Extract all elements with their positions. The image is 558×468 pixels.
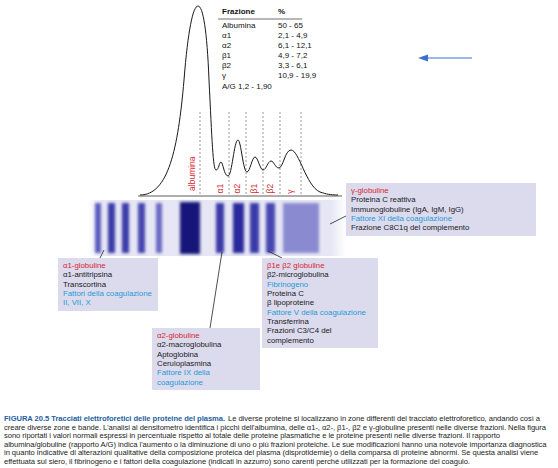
gel-band	[122, 203, 129, 253]
table-cell: Albumina	[222, 22, 255, 31]
pointer-arrowhead	[418, 55, 428, 62]
protein-name: α2-macroglobulina	[157, 340, 255, 349]
leader-line	[210, 252, 222, 328]
pointer-arrow	[426, 57, 472, 58]
fraction-heading: γ-globuline	[351, 186, 531, 195]
table-cell: 6,1 - 12,1	[278, 42, 312, 51]
protein-name: Frazione C8C1q del complemento	[351, 223, 531, 232]
gel-band	[283, 203, 319, 253]
gel-band	[108, 203, 115, 253]
fraction-label: α1	[216, 183, 225, 193]
protein-fraction-box: α2-globulineα2-macroglobulinaAptoglobina…	[152, 328, 260, 390]
table-cell: α2	[222, 42, 231, 51]
fraction-label: β2	[266, 183, 275, 193]
separator-line	[246, 112, 247, 196]
gel-band	[250, 203, 259, 253]
fraction-heading: β1e β2 globuline	[267, 261, 373, 270]
protein-fraction-box: γ-globulineProteina C reattivaImmunoglob…	[346, 183, 536, 236]
table-cell: β2	[222, 62, 231, 71]
gel-band	[216, 203, 224, 253]
protein-name: Fibrinogeno	[267, 280, 373, 289]
gel-band	[266, 203, 275, 253]
table-cell: β1	[222, 52, 231, 61]
densitometry-curve	[140, 6, 338, 195]
separator-line	[229, 112, 230, 196]
fraction-heading: α2-globuline	[157, 331, 255, 340]
table-cell: %	[278, 8, 285, 17]
leader-line	[268, 251, 282, 258]
table-cell: 10,9 - 19,9	[278, 72, 316, 81]
gel-bands	[95, 202, 319, 254]
protein-name: Fattore IX della coagulazione	[157, 368, 255, 387]
gel-band	[95, 203, 101, 253]
protein-fraction-box: α1-globulineα1-antitripsinaTranscortinaF…	[58, 258, 158, 311]
protein-name: α1-antitripsina	[63, 270, 153, 279]
fraction-heading: α1-globuline	[63, 261, 153, 270]
protein-name: Proteina C reattiva	[351, 195, 531, 204]
leader-line	[100, 250, 104, 258]
separator-line	[280, 112, 281, 196]
protein-name: Proteina C	[267, 289, 373, 298]
protein-name: Transcortina	[63, 280, 153, 289]
gel-band	[138, 203, 145, 253]
protein-name: Fattore XI della coagulazione	[351, 214, 531, 223]
fraction-label: albumina	[187, 156, 196, 191]
protein-name: β lipoproteine	[267, 298, 373, 307]
table-cell: 50 - 65	[278, 22, 303, 31]
baseline	[138, 196, 342, 197]
table-cell: 2,1 - 4,9	[278, 32, 307, 41]
separator-line	[200, 112, 201, 196]
protein-name: β2-microglobulina	[267, 270, 373, 279]
fraction-label: γ	[286, 189, 295, 193]
protein-name: Transferrina	[267, 317, 373, 326]
gel-band	[180, 202, 200, 254]
table-cell: α1	[222, 32, 231, 41]
gel-strip	[88, 200, 346, 256]
table-cell: γ	[222, 72, 226, 81]
separator-line	[301, 112, 302, 196]
leader-line	[330, 216, 346, 224]
protein-name: Fattore V della coagulazione	[267, 308, 373, 317]
table-cell: Frazione	[222, 8, 255, 17]
table-cell: 3,3 - 6,1	[278, 62, 307, 71]
protein-name: Ceruloplasmina	[157, 359, 255, 368]
fraction-label: β1	[250, 183, 259, 193]
fraction-label: α2	[233, 183, 242, 193]
protein-fraction-box: β1e β2 globulineβ2-microglobulinaFibrino…	[262, 258, 378, 348]
table-cell: 4,9 - 7,2	[278, 52, 307, 61]
table-rule	[218, 19, 302, 20]
caption-title: FIGURA 20.5 Tracciati elettroforetici de…	[4, 414, 225, 423]
protein-name: Immunoglobuline (IgA, IgM, IgG)	[351, 205, 531, 214]
table-cell: A/G 1,2 - 1,90	[222, 83, 272, 92]
protein-name: Aptoglobina	[157, 350, 255, 359]
separator-line	[263, 112, 264, 196]
protein-name: Frazioni C3/C4 del complemento	[267, 326, 373, 345]
caption-text: Le diverse proteine si localizzano in zo…	[4, 414, 547, 466]
figure-caption: FIGURA 20.5 Tracciati elettroforetici de…	[4, 415, 554, 466]
gel-band	[156, 203, 162, 253]
gel-band	[233, 203, 244, 253]
fraction-separators	[200, 112, 301, 196]
protein-name: Fattori della coagulazione II, VII, X	[63, 289, 153, 308]
